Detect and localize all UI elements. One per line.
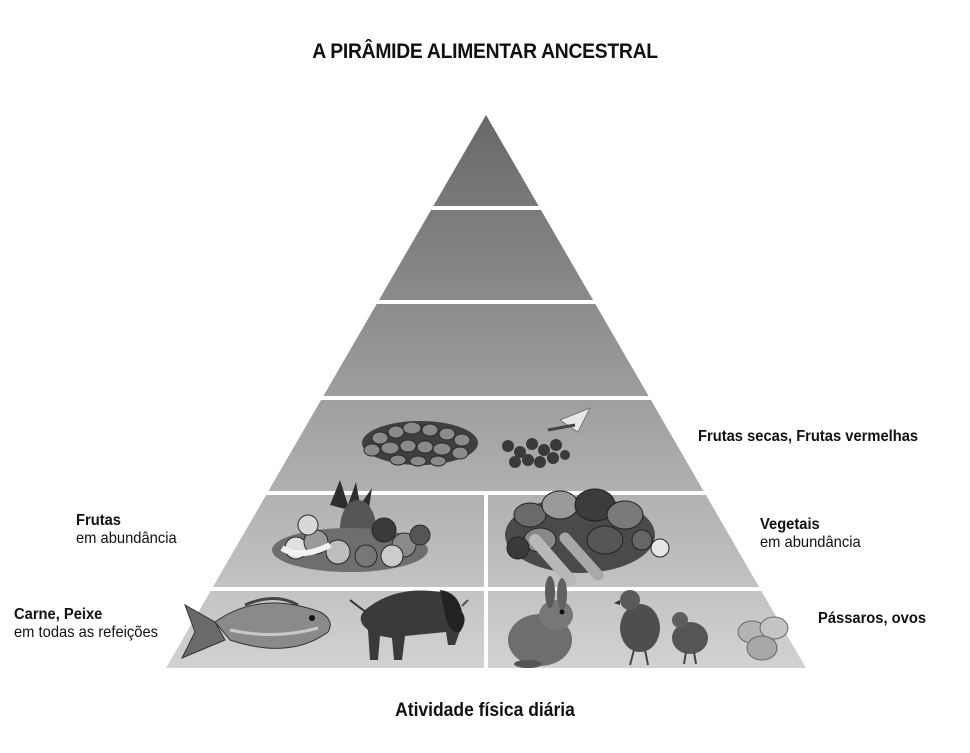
diagram-footer: Atividade física diária: [395, 700, 575, 721]
berries-icon: [502, 407, 592, 468]
quail-icon: [614, 590, 708, 666]
label-frutas-secas: Frutas secas, Frutas vermelhas: [698, 428, 918, 446]
nuts-icon: [362, 421, 478, 467]
fruit-pile-icon: [272, 480, 431, 572]
vegetable-pile-icon: [505, 488, 670, 586]
label-frutas-secas-title: Frutas secas, Frutas vermelhas: [698, 428, 919, 445]
label-vegetais-subtitle: em abundância: [760, 534, 861, 551]
label-carne: Carne, Peixe em todas as refeições: [14, 606, 158, 642]
label-vegetais: Vegetais em abundância: [760, 516, 861, 552]
diagram-title: A PIRÂMIDE ALIMENTAR ANCESTRAL: [312, 40, 658, 63]
label-vegetais-title: Vegetais: [760, 516, 820, 533]
eggs-icon: [737, 616, 789, 661]
label-carne-subtitle: em todas as refeições: [14, 624, 159, 641]
label-frutas-title: Frutas: [76, 512, 121, 529]
label-passaros: Pássaros, ovos: [818, 610, 926, 628]
label-carne-title: Carne, Peixe: [14, 606, 103, 623]
bison-icon: [349, 590, 469, 660]
label-frutas-subtitle: em abundância: [76, 530, 177, 547]
label-passaros-title: Pássaros, ovos: [818, 610, 927, 627]
rabbit-icon: [508, 576, 573, 668]
fish-icon: [180, 597, 331, 659]
tier-separators: [200, 206, 772, 668]
label-frutas: Frutas em abundância: [76, 512, 177, 548]
